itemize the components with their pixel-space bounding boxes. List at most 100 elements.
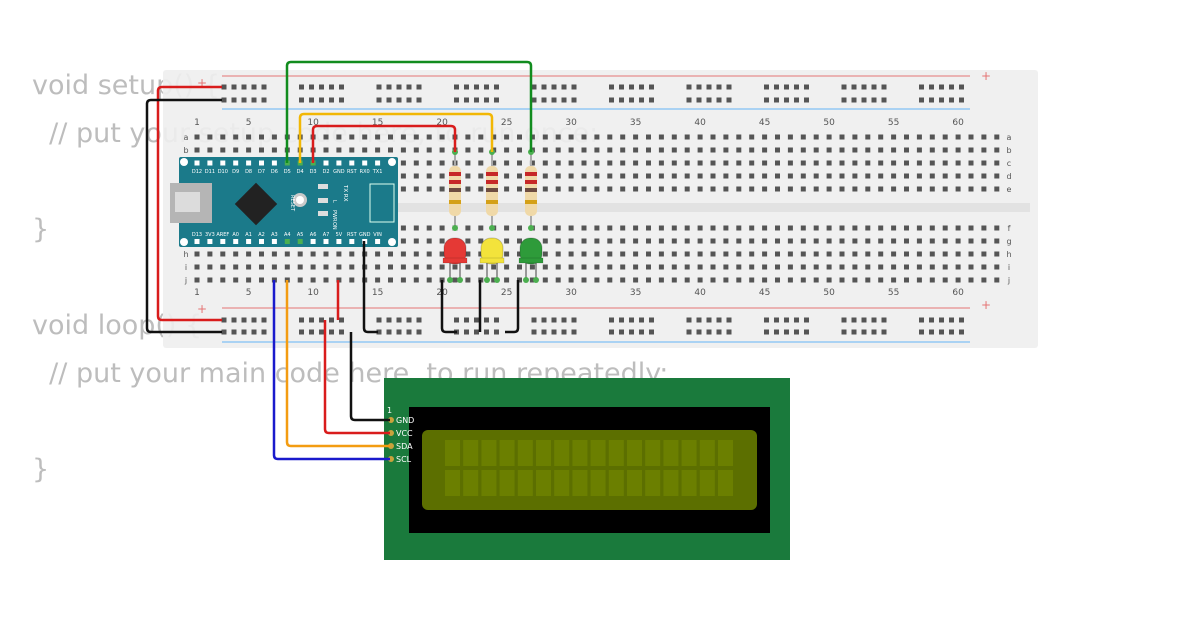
rail-hole[interactable]: [764, 84, 769, 90]
breadboard-hole[interactable]: [529, 134, 535, 140]
breadboard-hole[interactable]: [697, 238, 703, 244]
breadboard-hole[interactable]: [246, 134, 252, 140]
breadboard-hole[interactable]: [878, 238, 884, 244]
breadboard-hole[interactable]: [542, 186, 548, 192]
breadboard-hole[interactable]: [491, 160, 497, 166]
breadboard-hole[interactable]: [865, 160, 871, 166]
breadboard-hole[interactable]: [594, 264, 600, 270]
wire-black-lcd-gnd[interactable]: [349, 332, 390, 422]
breadboard-hole[interactable]: [981, 225, 987, 231]
breadboard-hole[interactable]: [349, 264, 355, 270]
arduino-pin[interactable]: [207, 160, 213, 166]
rail-hole[interactable]: [551, 97, 557, 103]
lcd-pin[interactable]: [388, 443, 394, 449]
breadboard-hole[interactable]: [658, 160, 664, 166]
breadboard-hole[interactable]: [852, 173, 858, 179]
rail-hole[interactable]: [221, 97, 227, 103]
breadboard-hole[interactable]: [426, 225, 432, 231]
rail-hole[interactable]: [571, 329, 577, 335]
rail-hole[interactable]: [376, 97, 382, 103]
breadboard-hole[interactable]: [594, 134, 600, 140]
breadboard-hole[interactable]: [646, 147, 651, 153]
breadboard-hole[interactable]: [362, 147, 368, 153]
breadboard-hole[interactable]: [323, 251, 329, 257]
rail-hole[interactable]: [231, 84, 237, 90]
breadboard-hole[interactable]: [478, 186, 484, 192]
breadboard-hole[interactable]: [852, 277, 858, 283]
breadboard-hole[interactable]: [749, 134, 755, 140]
rail-hole[interactable]: [241, 329, 247, 335]
rail-hole[interactable]: [871, 317, 877, 323]
rail-hole[interactable]: [794, 317, 799, 323]
breadboard-hole[interactable]: [736, 225, 742, 231]
breadboard-hole[interactable]: [426, 238, 432, 244]
breadboard-hole[interactable]: [646, 186, 651, 192]
breadboard-hole[interactable]: [271, 134, 277, 140]
breadboard-hole[interactable]: [478, 147, 484, 153]
resistor[interactable]: [525, 166, 537, 216]
rail-hole[interactable]: [959, 97, 964, 103]
breadboard-hole[interactable]: [749, 277, 755, 283]
rail-hole[interactable]: [406, 84, 412, 90]
breadboard-hole[interactable]: [826, 264, 832, 270]
rail-hole[interactable]: [929, 84, 934, 90]
breadboard-hole[interactable]: [891, 225, 897, 231]
breadboard-hole[interactable]: [878, 186, 884, 192]
breadboard-hole[interactable]: [852, 251, 858, 257]
breadboard-hole[interactable]: [362, 134, 368, 140]
rail-hole[interactable]: [494, 97, 499, 103]
breadboard-hole[interactable]: [246, 264, 252, 270]
breadboard-hole[interactable]: [775, 186, 780, 192]
breadboard-hole[interactable]: [826, 238, 832, 244]
breadboard-hole[interactable]: [968, 238, 974, 244]
breadboard-hole[interactable]: [620, 134, 626, 140]
arduino-pin[interactable]: [310, 239, 316, 244]
rail-hole[interactable]: [851, 317, 857, 323]
rail-hole[interactable]: [551, 84, 557, 90]
breadboard-hole[interactable]: [259, 147, 264, 153]
breadboard-hole[interactable]: [736, 160, 742, 166]
arduino-pin[interactable]: [194, 160, 200, 166]
rail-hole[interactable]: [454, 97, 459, 103]
breadboard-hole[interactable]: [388, 251, 393, 257]
breadboard-hole[interactable]: [736, 186, 742, 192]
breadboard-hole[interactable]: [904, 225, 909, 231]
breadboard-hole[interactable]: [504, 160, 510, 166]
breadboard-hole[interactable]: [375, 277, 381, 283]
rail-hole[interactable]: [231, 317, 237, 323]
breadboard-hole[interactable]: [671, 225, 677, 231]
breadboard-hole[interactable]: [968, 186, 974, 192]
breadboard-hole[interactable]: [916, 277, 922, 283]
arduino-pin[interactable]: [233, 239, 239, 244]
breadboard-hole[interactable]: [220, 264, 226, 270]
breadboard-hole[interactable]: [658, 251, 664, 257]
breadboard-hole[interactable]: [439, 173, 445, 179]
rail-hole[interactable]: [871, 84, 877, 90]
rail-hole[interactable]: [639, 317, 644, 323]
breadboard-hole[interactable]: [891, 251, 897, 257]
breadboard-hole[interactable]: [620, 173, 626, 179]
breadboard-hole[interactable]: [839, 173, 845, 179]
breadboard-hole[interactable]: [904, 173, 909, 179]
breadboard-hole[interactable]: [710, 173, 716, 179]
breadboard-hole[interactable]: [955, 134, 961, 140]
breadboard-hole[interactable]: [542, 147, 548, 153]
rail-hole[interactable]: [939, 329, 944, 335]
breadboard-hole[interactable]: [904, 147, 909, 153]
breadboard-hole[interactable]: [916, 134, 922, 140]
rail-hole[interactable]: [649, 329, 654, 335]
breadboard-hole[interactable]: [942, 225, 948, 231]
breadboard-hole[interactable]: [594, 277, 600, 283]
breadboard-hole[interactable]: [736, 251, 742, 257]
rail-hole[interactable]: [949, 317, 954, 323]
breadboard-hole[interactable]: [749, 186, 755, 192]
rail-hole[interactable]: [416, 84, 422, 90]
breadboard-hole[interactable]: [555, 225, 561, 231]
rail-hole[interactable]: [329, 329, 334, 335]
breadboard-hole[interactable]: [504, 134, 510, 140]
breadboard-hole[interactable]: [207, 251, 213, 257]
rail-hole[interactable]: [484, 84, 489, 90]
wire-green-d5-to-led3[interactable]: [285, 60, 533, 163]
rail-hole[interactable]: [639, 84, 644, 90]
rail-hole[interactable]: [871, 97, 877, 103]
